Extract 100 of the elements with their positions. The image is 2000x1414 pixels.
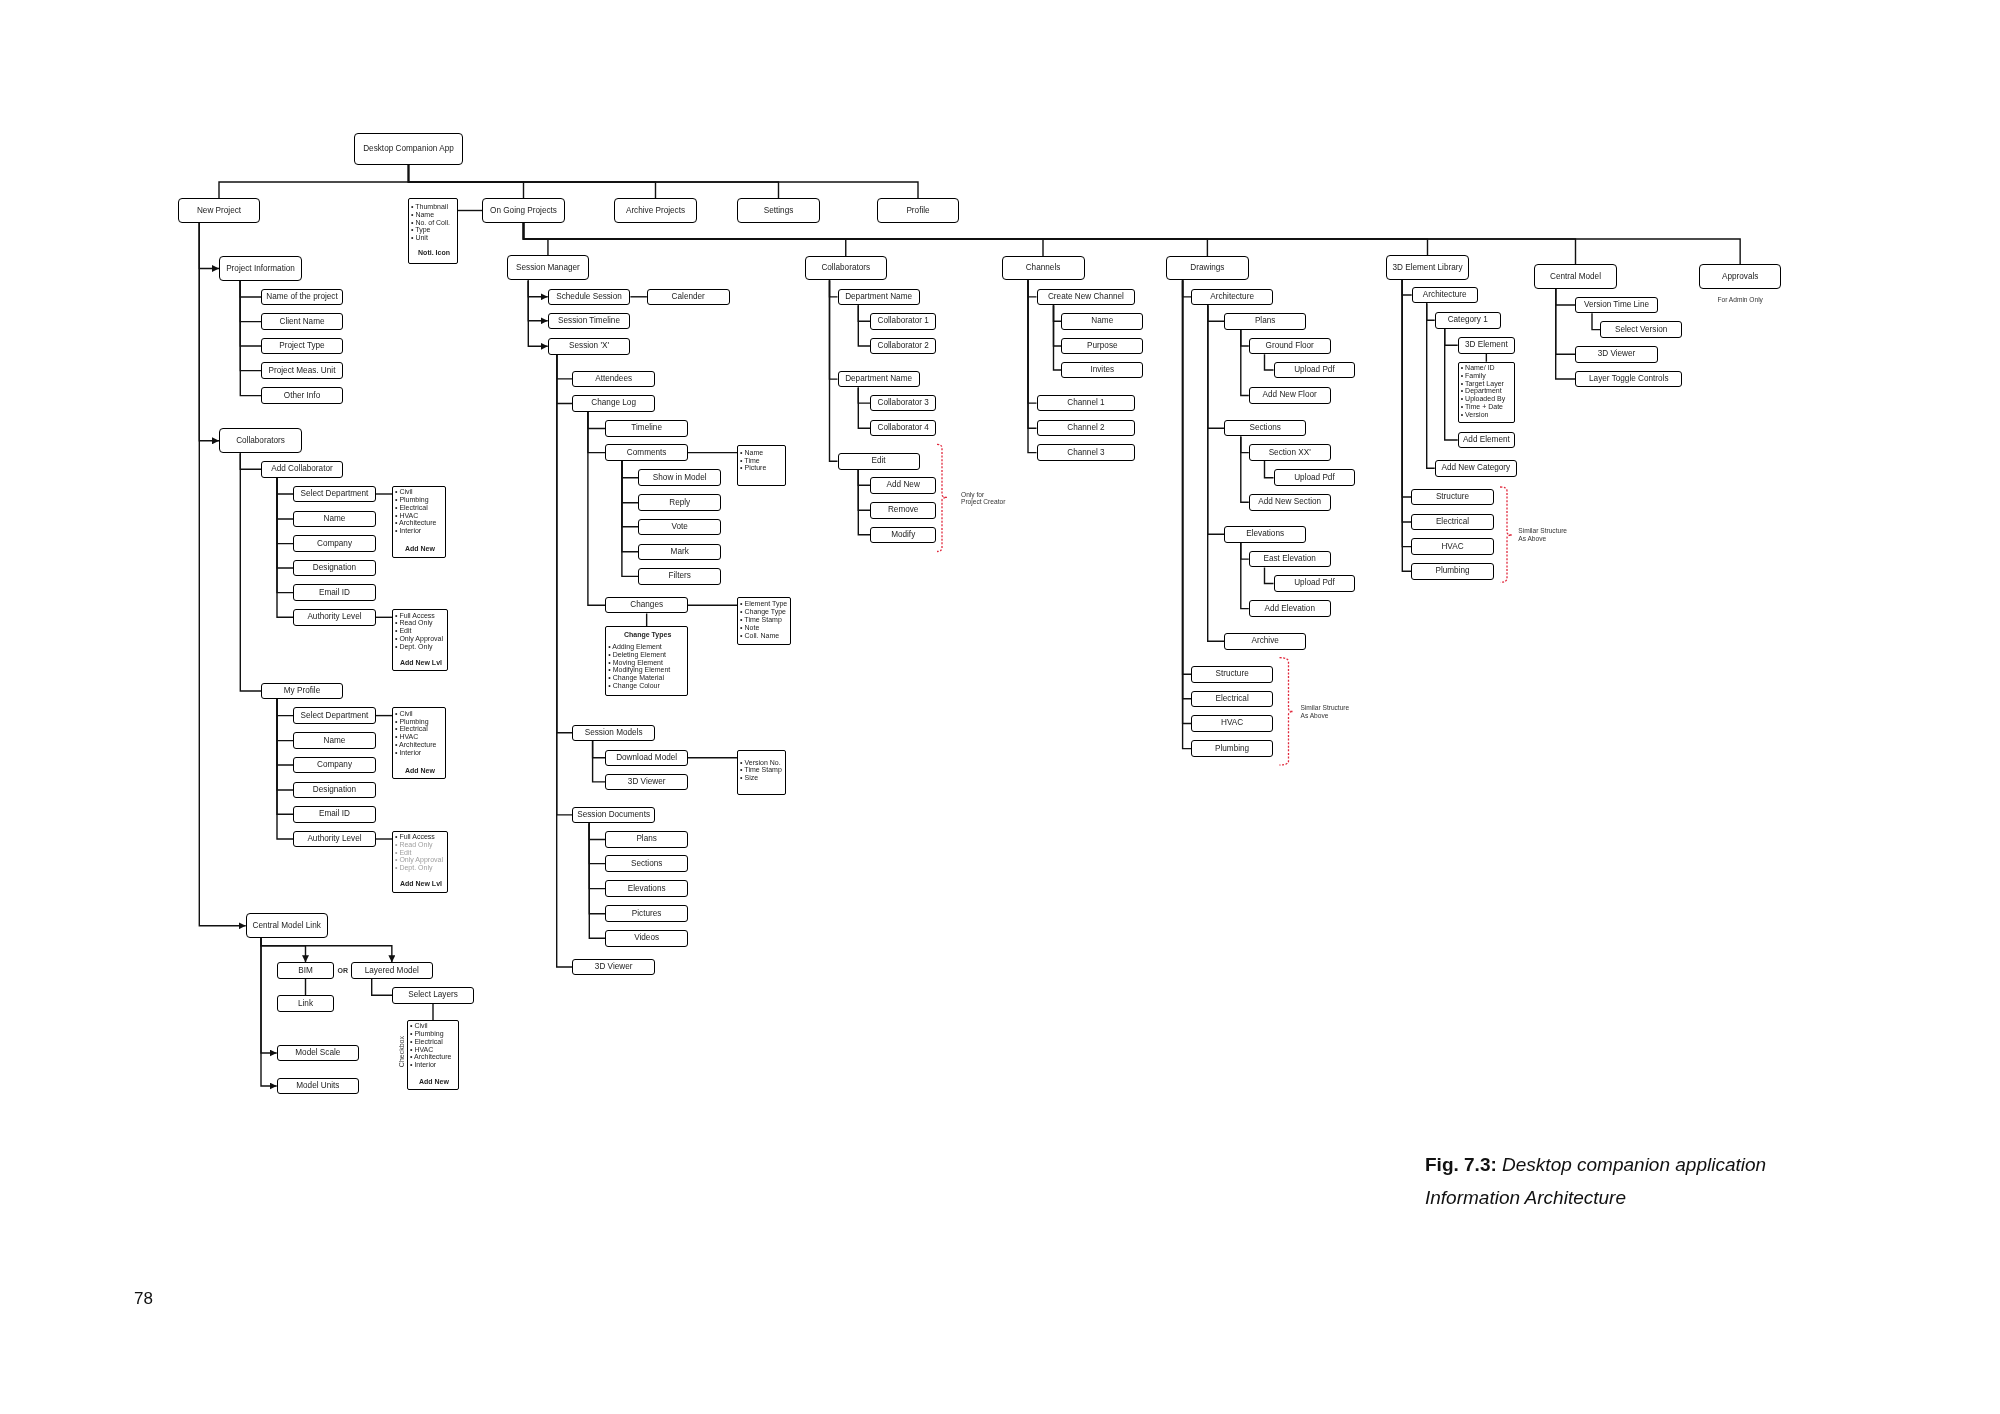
node-label: Elevations (1246, 529, 1285, 540)
node-label: Remove (887, 505, 919, 516)
node-label: 3D Viewer (627, 776, 666, 787)
sitemap-box (614, 198, 697, 223)
sitemap-box (1191, 288, 1274, 306)
sitemap-box (1036, 394, 1136, 412)
node-label: Ground Floor (1265, 341, 1314, 351)
node-label: Layered Model (364, 965, 419, 976)
note-box (392, 609, 448, 672)
sitemap-box (804, 255, 887, 281)
node-label: Company (316, 760, 352, 770)
sitemap-box (178, 198, 260, 223)
arrow (198, 222, 247, 930)
node-label: Archive Projects (625, 205, 686, 216)
page-number: 78 (134, 1288, 153, 1309)
sitemap-box (1061, 313, 1144, 330)
sitemap-box (638, 518, 721, 536)
note-box (605, 626, 688, 697)
sitemap-box (293, 830, 376, 848)
note-box (407, 1020, 459, 1091)
connector-line (276, 698, 294, 840)
sitemap-box (572, 958, 655, 976)
connector-line (588, 822, 606, 939)
connector-line (1240, 435, 1250, 503)
sitemap-box (1434, 460, 1517, 477)
sitemap-box (219, 256, 302, 281)
sitemap-box (392, 987, 474, 1004)
sitemap-box (547, 338, 631, 355)
sitemap-box (605, 596, 688, 614)
node-label: Channel 1 (1067, 398, 1105, 409)
sitemap-box (638, 543, 721, 561)
sitemap-box (293, 756, 376, 774)
node-label: Add Elevation (1264, 603, 1315, 614)
sitemap-box (638, 494, 721, 511)
sitemap-box (261, 387, 343, 404)
sitemap-box (572, 370, 655, 388)
sitemap-box (293, 781, 376, 799)
sitemap-box (261, 288, 343, 306)
node-label: Department Name (845, 374, 913, 385)
node-label: Central Model Link (252, 920, 321, 931)
node-label: Model Units (296, 1081, 340, 1091)
node-label: Upload Pdf (1294, 472, 1335, 483)
arrow (260, 937, 278, 1090)
sitemap-box (1434, 312, 1501, 329)
connector-line (1207, 304, 1225, 642)
connector-line (375, 838, 393, 840)
node-label: Session Models (584, 727, 643, 738)
node-label: Attendees (595, 373, 633, 384)
node-label: Project Meas. Unit (268, 365, 336, 376)
node-label: Central Model (1550, 271, 1601, 282)
sitemap-box (1036, 288, 1136, 306)
sitemap-box (350, 962, 433, 979)
sitemap-box (1248, 550, 1331, 568)
note-box (737, 596, 792, 645)
connector-line (1263, 460, 1275, 479)
node-label: Vote (671, 521, 688, 532)
node-label: Session Timeline (558, 315, 620, 326)
node-label: Add Element (1462, 435, 1510, 445)
sitemap-box (1575, 296, 1658, 314)
node-label: Company (316, 538, 352, 549)
node-label: Email ID (319, 587, 350, 598)
connector-line (432, 1002, 434, 1021)
node-label: Comments (626, 447, 667, 458)
sitemap-box (1411, 563, 1494, 580)
node-label: Purpose (1087, 341, 1118, 351)
sitemap-box (506, 255, 590, 281)
sitemap-box (1411, 513, 1494, 531)
node-label: Collaborators (821, 263, 871, 274)
node-label: Architecture (1422, 290, 1467, 300)
sitemap-box (1411, 286, 1478, 304)
sitemap-box (1191, 715, 1274, 732)
sitemap-box (870, 502, 937, 519)
node-label: Settings (763, 205, 794, 216)
connector-line (687, 757, 738, 759)
sitemap-box (1248, 337, 1331, 355)
node-label: Plans (1254, 316, 1276, 327)
sitemap-box (605, 749, 688, 767)
node-label: Invites (1090, 365, 1115, 375)
sitemap-box (605, 930, 688, 947)
sitemap-box (1248, 494, 1331, 511)
node-label: Timeline (631, 423, 662, 434)
connector-line (1052, 304, 1062, 371)
connector-line (1240, 328, 1250, 397)
node-label: Name of the project (266, 292, 338, 302)
sitemap-box (1166, 255, 1249, 281)
node-label: Designation (312, 563, 357, 573)
node-label: 3D Viewer (594, 962, 633, 972)
sitemap-box (870, 313, 937, 330)
sitemap-box (1534, 264, 1617, 289)
node-label: Select Department (300, 710, 369, 721)
node-label: Select Layers (408, 990, 458, 1001)
node-label: Other Info (283, 390, 321, 401)
node-label: Changes (630, 600, 664, 611)
sitemap-box (261, 313, 343, 330)
node-label: Collaborator 3 (877, 398, 929, 409)
sitemap-box (293, 806, 376, 823)
sitemap-box (1001, 255, 1085, 281)
sitemap-box (1457, 431, 1515, 449)
sitemap-box (1061, 361, 1144, 379)
node-label: Name (323, 735, 346, 746)
